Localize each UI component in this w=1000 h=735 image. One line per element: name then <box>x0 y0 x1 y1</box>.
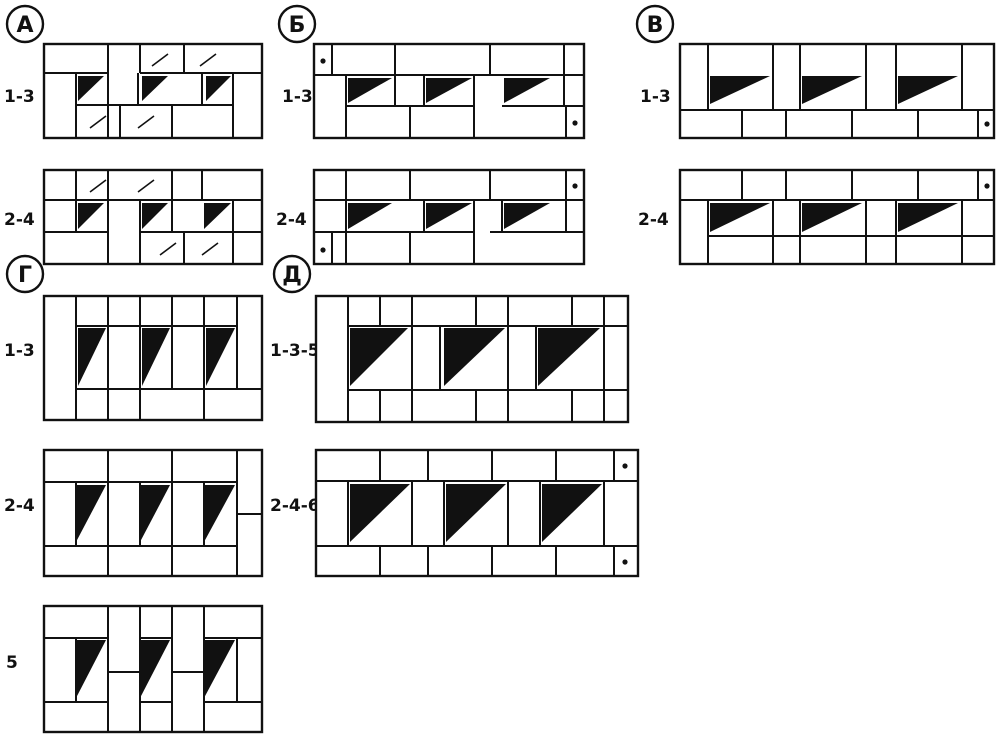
panel-d-row-1-block <box>314 294 630 424</box>
panel-b-marker: Б <box>277 4 317 44</box>
panel-b-row-1-block <box>312 42 586 140</box>
panel-d-row-2-label: 2-4-6 <box>270 496 320 516</box>
panel-d-marker: Д <box>272 254 312 294</box>
panel-a: А 1-3 2-4 <box>4 4 264 266</box>
panel-a-letter: А <box>16 13 33 38</box>
panel-b-row-1-label: 1-3 <box>282 87 313 107</box>
panel-a-row-1-block <box>42 42 264 140</box>
panel-g-letter: Г <box>18 263 32 288</box>
panel-v-row-1-block <box>678 42 996 140</box>
panel-d-row-2-block <box>314 448 640 578</box>
panel-a-row-1-label: 1-3 <box>4 87 35 107</box>
panel-g-row-1-block <box>42 294 264 422</box>
panel-b-row-2-label: 2-4 <box>276 210 307 230</box>
panel-b: Б 1-3 2-4 <box>276 4 586 266</box>
panel-g-row-2-label: 2-4 <box>4 496 35 516</box>
panel-g-row-1-label: 1-3 <box>4 341 35 361</box>
panel-g: Г 1-3 2-4 5 <box>4 254 264 734</box>
panel-v-marker: В <box>635 4 675 44</box>
panel-g-row-3-block <box>42 604 264 734</box>
panel-a-row-2-label: 2-4 <box>4 210 35 230</box>
panel-d: Д 1-3-5 2-4-6 <box>270 254 640 578</box>
panel-b-row-2-block <box>312 168 586 266</box>
panel-b-letter: Б <box>289 13 306 38</box>
panel-a-row-2-block <box>42 168 264 266</box>
panel-g-marker: Г <box>5 254 45 294</box>
panel-d-letter: Д <box>282 263 302 288</box>
panel-d-row-1-label: 1-3-5 <box>270 341 320 361</box>
panel-v-letter: В <box>647 13 664 38</box>
panel-v-row-1-label: 1-3 <box>640 87 671 107</box>
panel-v-row-2-label: 2-4 <box>638 210 669 230</box>
panel-g-row-3-label: 5 <box>6 653 18 673</box>
panel-a-marker: А <box>5 4 45 44</box>
panel-v: В 1-3 2-4 <box>635 4 996 266</box>
panel-g-row-2-block <box>42 448 264 578</box>
panel-v-row-2-block <box>678 168 996 266</box>
